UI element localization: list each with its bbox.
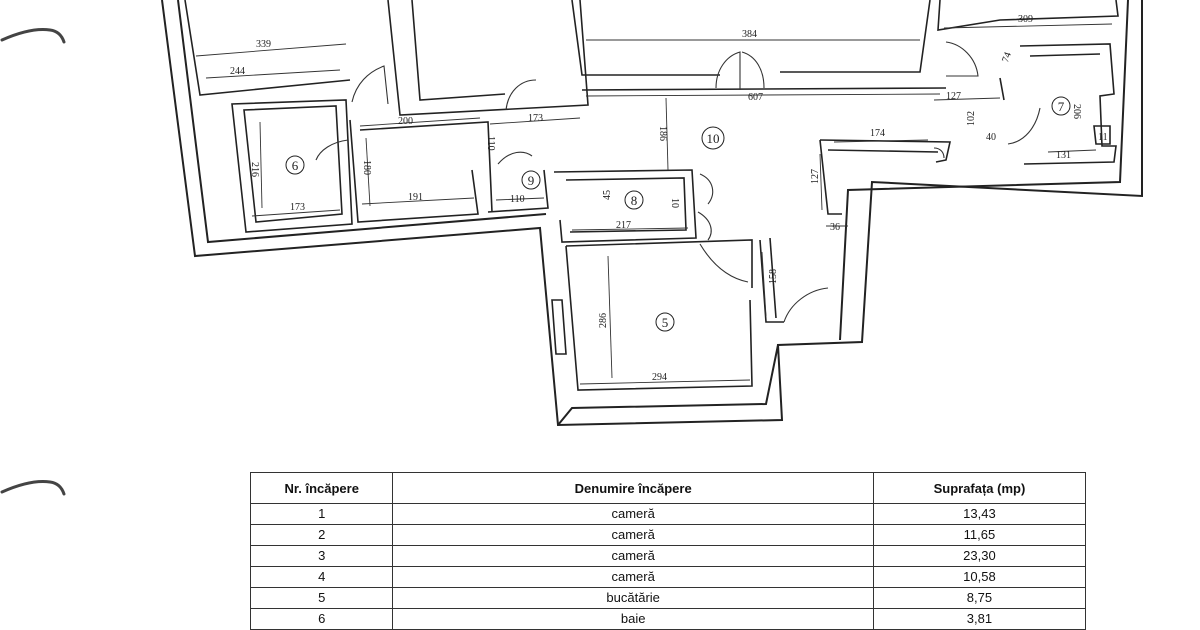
dim-label: 45 [602, 190, 613, 200]
room-number-label: 5 [662, 315, 669, 330]
table-row: 1 cameră 13,43 [249, 503, 1087, 525]
cell-room-name: cameră [392, 524, 874, 546]
room-marker-circle [655, 312, 675, 332]
room-number-markers: 6 9 8 10 7 5 [285, 96, 1071, 332]
dim-label: 191 [408, 192, 423, 203]
table-row: 3 cameră 23,30 [249, 545, 1087, 567]
table-row: 4 cameră 10,58 [249, 566, 1087, 588]
cell-room-area: 13,43 [872, 503, 1087, 525]
dim-label: 40 [986, 132, 996, 143]
cell-room-name: cameră [392, 566, 874, 588]
cell-room-name: cameră [392, 545, 874, 567]
dim-label: 186 [657, 126, 668, 141]
table-row: 2 cameră 11,65 [249, 524, 1087, 546]
room-number-label: 10 [707, 131, 720, 146]
dim-label: 294 [652, 372, 667, 383]
cell-room-area: 10,58 [872, 566, 1087, 588]
room-marker-circle [285, 155, 305, 175]
binder-mark-bottom [0, 480, 66, 496]
cell-room-area: 23,30 [872, 545, 1087, 567]
dim-label: 10 [669, 198, 680, 208]
dim-label: 384 [742, 29, 757, 40]
dimension-labels: 339 244 200 173 110 384 607 309 127 74 1… [230, 14, 1108, 383]
room-marker-circle [624, 190, 644, 210]
table-row: 6 baie 3,81 [249, 608, 1087, 630]
outer-walls [161, 0, 1143, 427]
dimension-lines [195, 23, 1113, 385]
dim-label: 216 [249, 162, 260, 177]
dim-label: 173 [290, 202, 305, 213]
room-7 [999, 43, 1117, 165]
dim-label: 110 [485, 136, 496, 151]
dim-label: 174 [870, 128, 885, 139]
dim-label: 200 [398, 116, 413, 127]
dim-label: 11 [1098, 132, 1108, 143]
header-room-area: Suprafața (mp) [872, 472, 1087, 504]
room-area-table: Nr. încăpere Denumire încăpere Suprafața… [249, 472, 1087, 630]
dim-label: 339 [256, 39, 271, 50]
binder-mark-top [0, 28, 66, 44]
dim-label: 217 [616, 220, 631, 231]
cell-room-number: 4 [249, 566, 394, 588]
cell-room-area: 3,81 [872, 608, 1087, 630]
cell-room-area: 11,65 [872, 524, 1087, 546]
room-number-label: 6 [292, 158, 299, 173]
cell-room-number: 1 [249, 503, 394, 525]
room-6 [231, 99, 353, 233]
upper-rooms [184, 0, 1119, 116]
cell-room-number: 6 [249, 608, 394, 630]
dim-label: 74 [1000, 51, 1014, 64]
room-marker-circle [701, 126, 725, 150]
dim-label: 36 [830, 222, 840, 233]
header-room-name: Denumire încăpere [392, 472, 874, 504]
cell-room-number: 3 [249, 545, 394, 567]
cell-room-name: bucătărie [392, 587, 874, 609]
dim-label: 607 [748, 92, 763, 103]
dim-label: 110 [510, 194, 525, 205]
cell-room-name: cameră [392, 503, 874, 525]
room-number-label: 7 [1058, 99, 1065, 114]
doors [315, 41, 1041, 323]
dim-label: 173 [528, 113, 543, 124]
dim-label: 309 [1018, 14, 1033, 25]
table-row: 5 bucătărie 8,75 [249, 587, 1087, 609]
room-marker-circle [1051, 96, 1071, 116]
cell-room-number: 2 [249, 524, 394, 546]
dim-label: 206 [1071, 104, 1082, 119]
room-number-label: 8 [631, 193, 638, 208]
cell-room-name: baie [392, 608, 874, 630]
dim-label: 244 [230, 66, 245, 77]
dim-label: 127 [946, 91, 961, 102]
hall-walls [349, 119, 951, 323]
room-5 [551, 239, 753, 391]
dim-label: 180 [361, 160, 372, 175]
dim-label: 286 [598, 313, 609, 328]
table-header-row: Nr. încăpere Denumire încăpere Suprafața… [249, 472, 1087, 504]
header-room-number: Nr. încăpere [249, 472, 394, 504]
dim-label: 158 [768, 269, 779, 284]
dim-label: 131 [1056, 150, 1071, 161]
dim-label: 127 [810, 169, 821, 184]
room-number-label: 9 [528, 173, 535, 188]
dim-label: 102 [966, 111, 977, 126]
cell-room-number: 5 [249, 587, 394, 609]
cell-room-area: 8,75 [872, 587, 1087, 609]
room-marker-circle [521, 170, 541, 190]
